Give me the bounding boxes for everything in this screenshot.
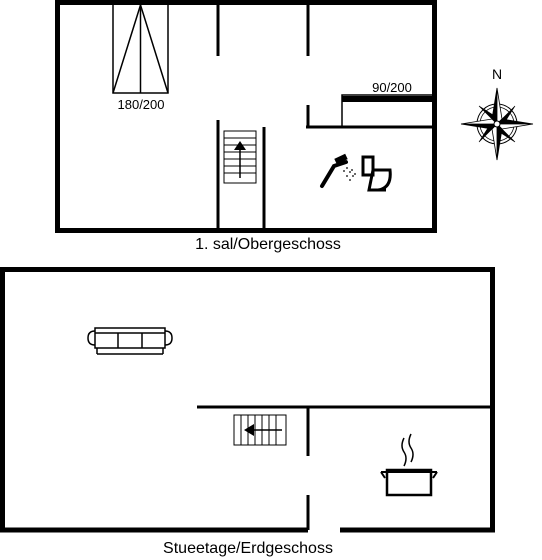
upper-floor-walls xyxy=(216,3,434,230)
bed-label-double: 180/200 xyxy=(118,97,165,112)
ground-floor-walls xyxy=(197,405,492,530)
upper-floor-label: 1. sal/Obergeschoss xyxy=(195,236,341,253)
cooking-pot-icon xyxy=(380,433,438,497)
shower-icon xyxy=(320,153,356,188)
bed-label-single: 90/200 xyxy=(372,80,412,95)
stairs-up-icon xyxy=(223,130,257,184)
toilet-icon xyxy=(361,155,392,192)
compass-rose-icon: N xyxy=(460,66,534,161)
ground-floor-outline xyxy=(0,267,495,533)
double-bed-icon xyxy=(112,2,169,94)
ground-floor: Stueetage/Erdgeschoss xyxy=(0,267,495,557)
stairs-left-icon xyxy=(233,414,287,446)
single-bed-icon xyxy=(341,94,435,128)
sofa-icon xyxy=(87,327,173,355)
ground-floor-label: Stueetage/Erdgeschoss xyxy=(163,540,333,557)
compass-north-label: N xyxy=(492,66,502,82)
upper-floor: 180/200 90/200 xyxy=(55,0,437,253)
upper-floor-outline xyxy=(55,0,437,233)
